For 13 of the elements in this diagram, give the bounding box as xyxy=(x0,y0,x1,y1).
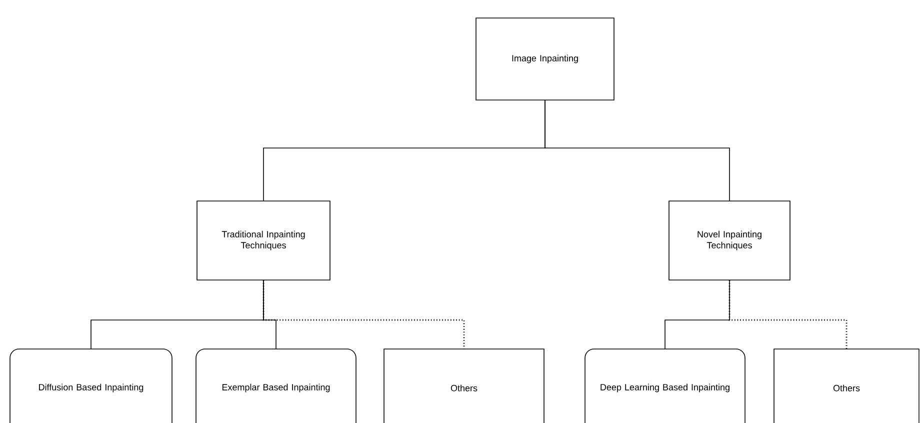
rounded-box: Diffusion Based Inpainting xyxy=(10,348,172,423)
connector xyxy=(262,280,465,349)
process-box: Others xyxy=(774,348,920,423)
connector xyxy=(728,280,848,349)
rounded-box: Deep Learning Based Inpainting xyxy=(584,348,746,423)
process-box: Image Inpainting xyxy=(476,18,614,100)
connector xyxy=(664,280,730,350)
connector xyxy=(544,100,730,202)
process-box: Others xyxy=(384,348,544,423)
process-box: Traditional Inpainting Techniques xyxy=(196,200,330,280)
connector xyxy=(263,280,276,350)
rounded-box: Exemplar Based Inpainting xyxy=(196,348,356,423)
process-box: Novel Inpainting Techniques xyxy=(668,200,790,280)
